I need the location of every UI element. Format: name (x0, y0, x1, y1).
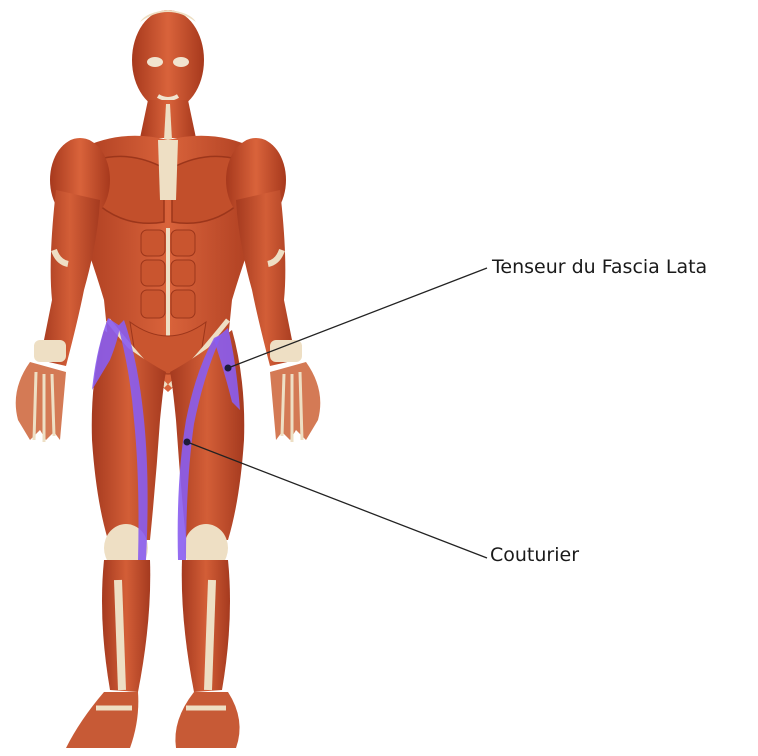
label-sartorius: Couturier (490, 546, 579, 565)
leader-dot-tensor (225, 365, 232, 372)
leader-dot-sartorius (184, 439, 191, 446)
label-tensor-fascia-lata: Tenseur du Fascia Lata (492, 258, 707, 277)
left-leg (66, 330, 166, 748)
head (132, 10, 204, 110)
